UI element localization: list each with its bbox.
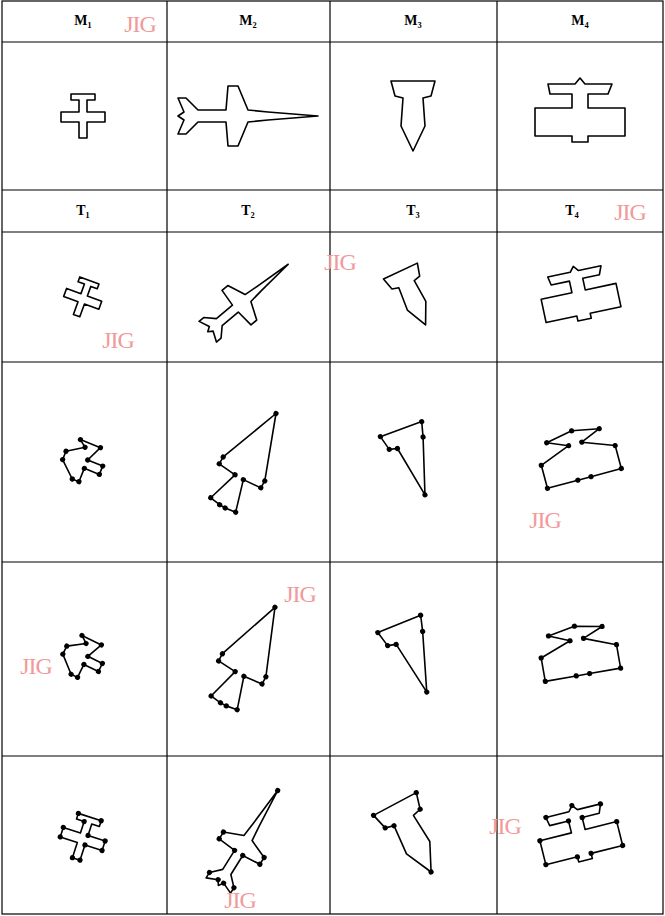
watermark: JIG xyxy=(102,328,134,352)
column-header: T₃ xyxy=(406,204,420,218)
watermark: JIG xyxy=(124,12,156,36)
watermark: JIG xyxy=(529,508,561,532)
watermark: JIG xyxy=(224,888,256,912)
keypoint-outline xyxy=(53,628,113,688)
keypoint-outline xyxy=(54,433,112,491)
model-silhouette xyxy=(391,81,435,151)
keypoint-outline xyxy=(534,617,624,685)
keypoint-outline xyxy=(198,398,300,522)
watermark: JIG xyxy=(489,814,521,838)
target-silhouette xyxy=(536,258,622,327)
watermark: JIG xyxy=(614,200,646,224)
keypoint-outline xyxy=(377,418,449,505)
column-header: T₄ xyxy=(565,204,579,218)
watermark: JIG xyxy=(324,250,356,274)
watermark: JIG xyxy=(284,582,316,606)
keypoint-outline xyxy=(530,793,626,871)
column-header: T₂ xyxy=(241,204,255,218)
column-header: M₁ xyxy=(74,14,91,28)
column-header: M₃ xyxy=(404,14,421,28)
watermark: JIG xyxy=(20,654,52,678)
keypoint-outline xyxy=(196,774,302,899)
target-silhouette xyxy=(193,247,302,349)
target-silhouette xyxy=(383,263,442,333)
keypoint-outline xyxy=(532,418,625,492)
column-header: M₄ xyxy=(571,14,588,28)
column-header: T₁ xyxy=(76,204,90,218)
keypoint-outline xyxy=(198,592,300,719)
model-silhouette xyxy=(178,86,318,146)
target-silhouette xyxy=(59,274,107,322)
keypoint-outline xyxy=(52,807,114,869)
model-silhouette xyxy=(535,78,625,142)
model-silhouette xyxy=(61,94,105,138)
keypoint-outline xyxy=(374,612,451,704)
keypoint-outline xyxy=(370,789,456,887)
column-header: M₂ xyxy=(239,14,256,28)
